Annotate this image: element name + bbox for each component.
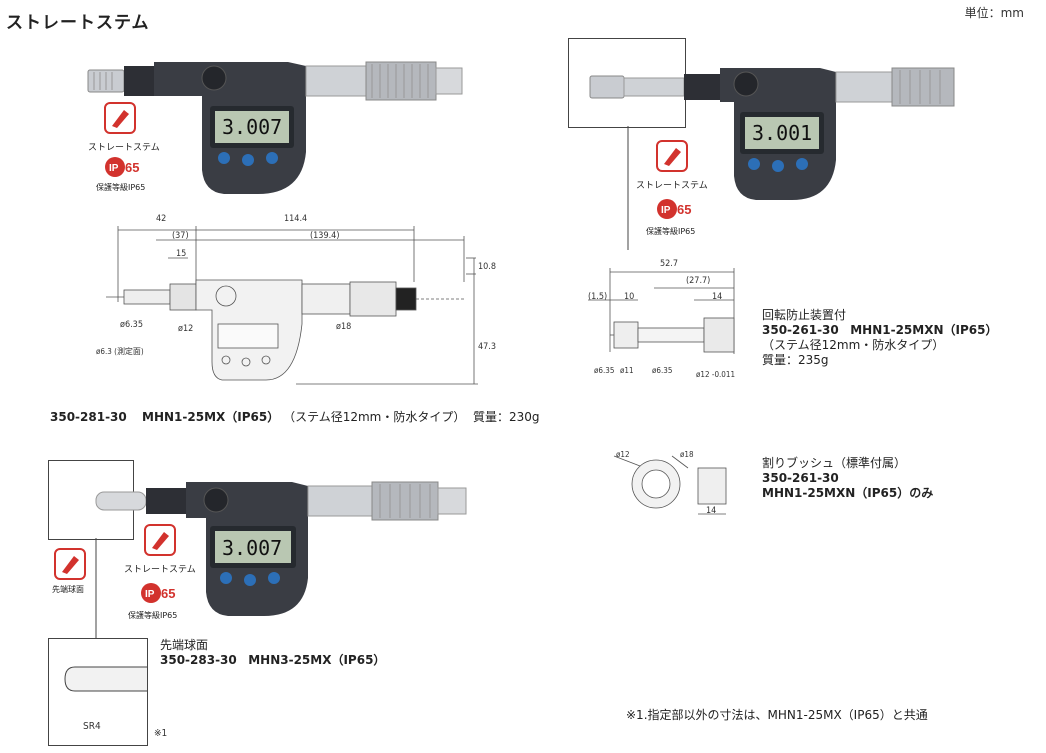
spherical-tip-badge [54, 548, 86, 580]
dim-phi-6-3: ø6.3 (測定面) [96, 347, 144, 356]
svg-text:IP: IP [109, 163, 119, 174]
svg-text:65: 65 [125, 160, 139, 175]
split-bush-drawing [613, 455, 727, 515]
page-title: ストレートステム [6, 13, 150, 33]
main-model-caption: 350-281-30 MHN1-25MX（IP65） （ステム径12mm・防水タ… [50, 410, 540, 425]
stem-icon-right [664, 148, 681, 166]
straight-stem-label: ストレートステム [88, 143, 160, 153]
main-spec: （ステム径12mm・防水タイプ） [283, 410, 466, 424]
note-mark: ※1 [154, 728, 168, 739]
connector-line-bottom [95, 538, 97, 638]
ip65-icon-bottom: IP 65 [141, 583, 175, 603]
dim-139-4: (139.4) [310, 231, 340, 241]
ip65-icon: IP 65 [105, 157, 139, 177]
main-mass: 質量：230g [473, 410, 540, 424]
dim-phi-6-35-b: ø6.35 [652, 366, 673, 375]
ip65-caption-bottom: 保護等級IP65 [128, 611, 178, 620]
bush-dim-14: 14 [706, 506, 717, 516]
split-bush-model: MHN1-25MXN（IP65）のみ [762, 486, 934, 500]
bush-dim-phi-12: ø12 [616, 450, 630, 459]
straight-stem-badge-right [656, 140, 688, 172]
lcd-main-readout: 3.007 [222, 115, 283, 139]
bottom-model: MHN3-25MX（IP65） [248, 653, 386, 667]
dim-phi-6-35-a: ø6.35 [594, 366, 615, 375]
dim-phi-18: ø18 [336, 322, 352, 332]
ip65-icon-right: IP 65 [657, 199, 691, 219]
dim-phi-6-35: ø6.35 [120, 320, 143, 330]
right-variant-caption: 回転防止装置付 350-261-30 MHN1-25MXN（IP65） （ステム… [762, 308, 997, 368]
bottom-label: 先端球面 [160, 638, 209, 652]
dim-114-4: 114.4 [284, 214, 308, 224]
lcd-bottom-readout: 3.007 [222, 536, 283, 560]
stem-icon-bottom [152, 532, 169, 550]
connector-line-right [627, 126, 629, 250]
right-variant-mass: 質量：235g [762, 353, 829, 367]
ip65-caption-right: 保護等級IP65 [646, 227, 696, 236]
dim-phi-12: ø12 [178, 324, 194, 334]
split-bush-caption: 割りブッシュ（標準付属） 350-261-30 MHN1-25MXN（IP65）… [762, 456, 933, 501]
dim-27-7: (27.7) [686, 276, 711, 286]
main-model: MHN1-25MX（IP65） [142, 410, 280, 424]
spherical-tip-drawing [64, 666, 147, 692]
dim-42: 42 [156, 214, 167, 224]
straight-stem-label-right: ストレートステム [636, 181, 708, 191]
spherical-tip-badge-label: 先端球面 [52, 585, 84, 594]
dim-15: 15 [176, 249, 187, 259]
dim-52-7: 52.7 [660, 259, 679, 269]
dim-10: 10 [624, 292, 635, 302]
footnote: ※1.指定部以外の寸法は、MHN1-25MX（IP65）と共通 [626, 708, 928, 722]
svg-text:65: 65 [677, 202, 691, 217]
dim-phi-11: ø11 [620, 366, 634, 375]
unit-label: 単位：mm [964, 6, 1024, 20]
svg-text:IP: IP [661, 205, 671, 216]
bush-dim-phi-18: ø18 [680, 450, 694, 459]
straight-stem-badge-bottom [144, 524, 176, 556]
spherical-tip-icon [62, 556, 79, 574]
bottom-caption: 先端球面 350-283-30 MHN3-25MX（IP65） [160, 638, 385, 668]
lcd-right-readout: 3.001 [752, 121, 813, 145]
dim-37: (37) [172, 231, 189, 241]
ip65-caption: 保護等級IP65 [96, 183, 146, 192]
right-variant-spec: （ステム径12mm・防水タイプ） [762, 338, 945, 352]
split-bush-code: 350-261-30 [762, 471, 839, 485]
detail-box-spherical: SR4 [48, 638, 148, 746]
dim-phi-12-tol: ø12 -0.011 [696, 370, 736, 379]
right-variant-model: MHN1-25MXN（IP65） [850, 323, 998, 337]
dimension-drawing-right [588, 268, 735, 354]
sr4-label: SR4 [83, 721, 101, 732]
straight-stem-label-bottom: ストレートステム [124, 565, 196, 575]
svg-text:IP: IP [145, 589, 155, 600]
dimension-drawing-main [106, 226, 478, 385]
micrometer-head-bottom [95, 481, 467, 616]
stem-icon [112, 110, 129, 128]
straight-stem-badge [104, 102, 136, 134]
svg-text:65: 65 [161, 586, 175, 601]
dim-10-8: 10.8 [478, 262, 497, 272]
bottom-code: 350-283-30 [160, 653, 237, 667]
split-bush-label: 割りブッシュ（標準付属） [762, 456, 907, 470]
right-variant-code: 350-261-30 [762, 323, 839, 337]
dim-47-3: 47.3 [478, 342, 497, 352]
right-variant-label: 回転防止装置付 [762, 308, 847, 322]
main-code: 350-281-30 [50, 410, 127, 424]
micrometer-head-main [87, 61, 463, 194]
dim-1-5: (1.5) [588, 292, 608, 302]
dim-14: 14 [712, 292, 723, 302]
micrometer-head-right [589, 67, 955, 200]
